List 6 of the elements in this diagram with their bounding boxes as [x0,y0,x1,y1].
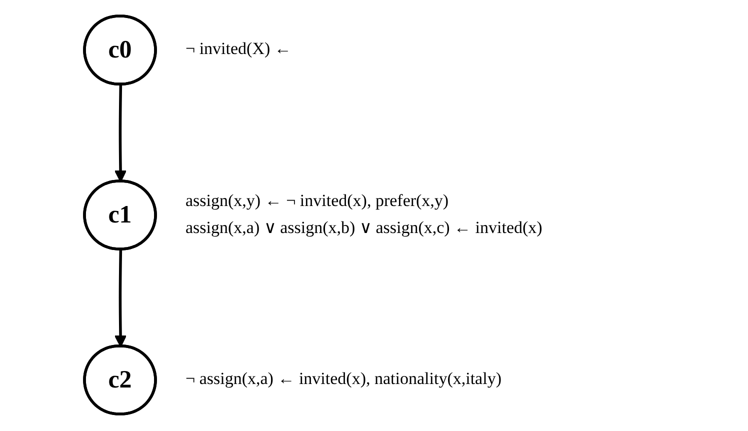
rule-text: ¬ invited(X) ← [186,39,292,60]
rule-text: assign(x,y) ← ¬ invited(x), prefer(x,y) [186,191,449,211]
rule-text: assign(x,a) ∨ assign(x,b) ∨ assign(x,c) ← invited(x) [186,217,542,238]
arrow [114,250,127,348]
arrow [114,84,127,182]
rule-text: ¬ assign(x,a) ← invited(x), nationality(x,italy) [186,368,502,389]
